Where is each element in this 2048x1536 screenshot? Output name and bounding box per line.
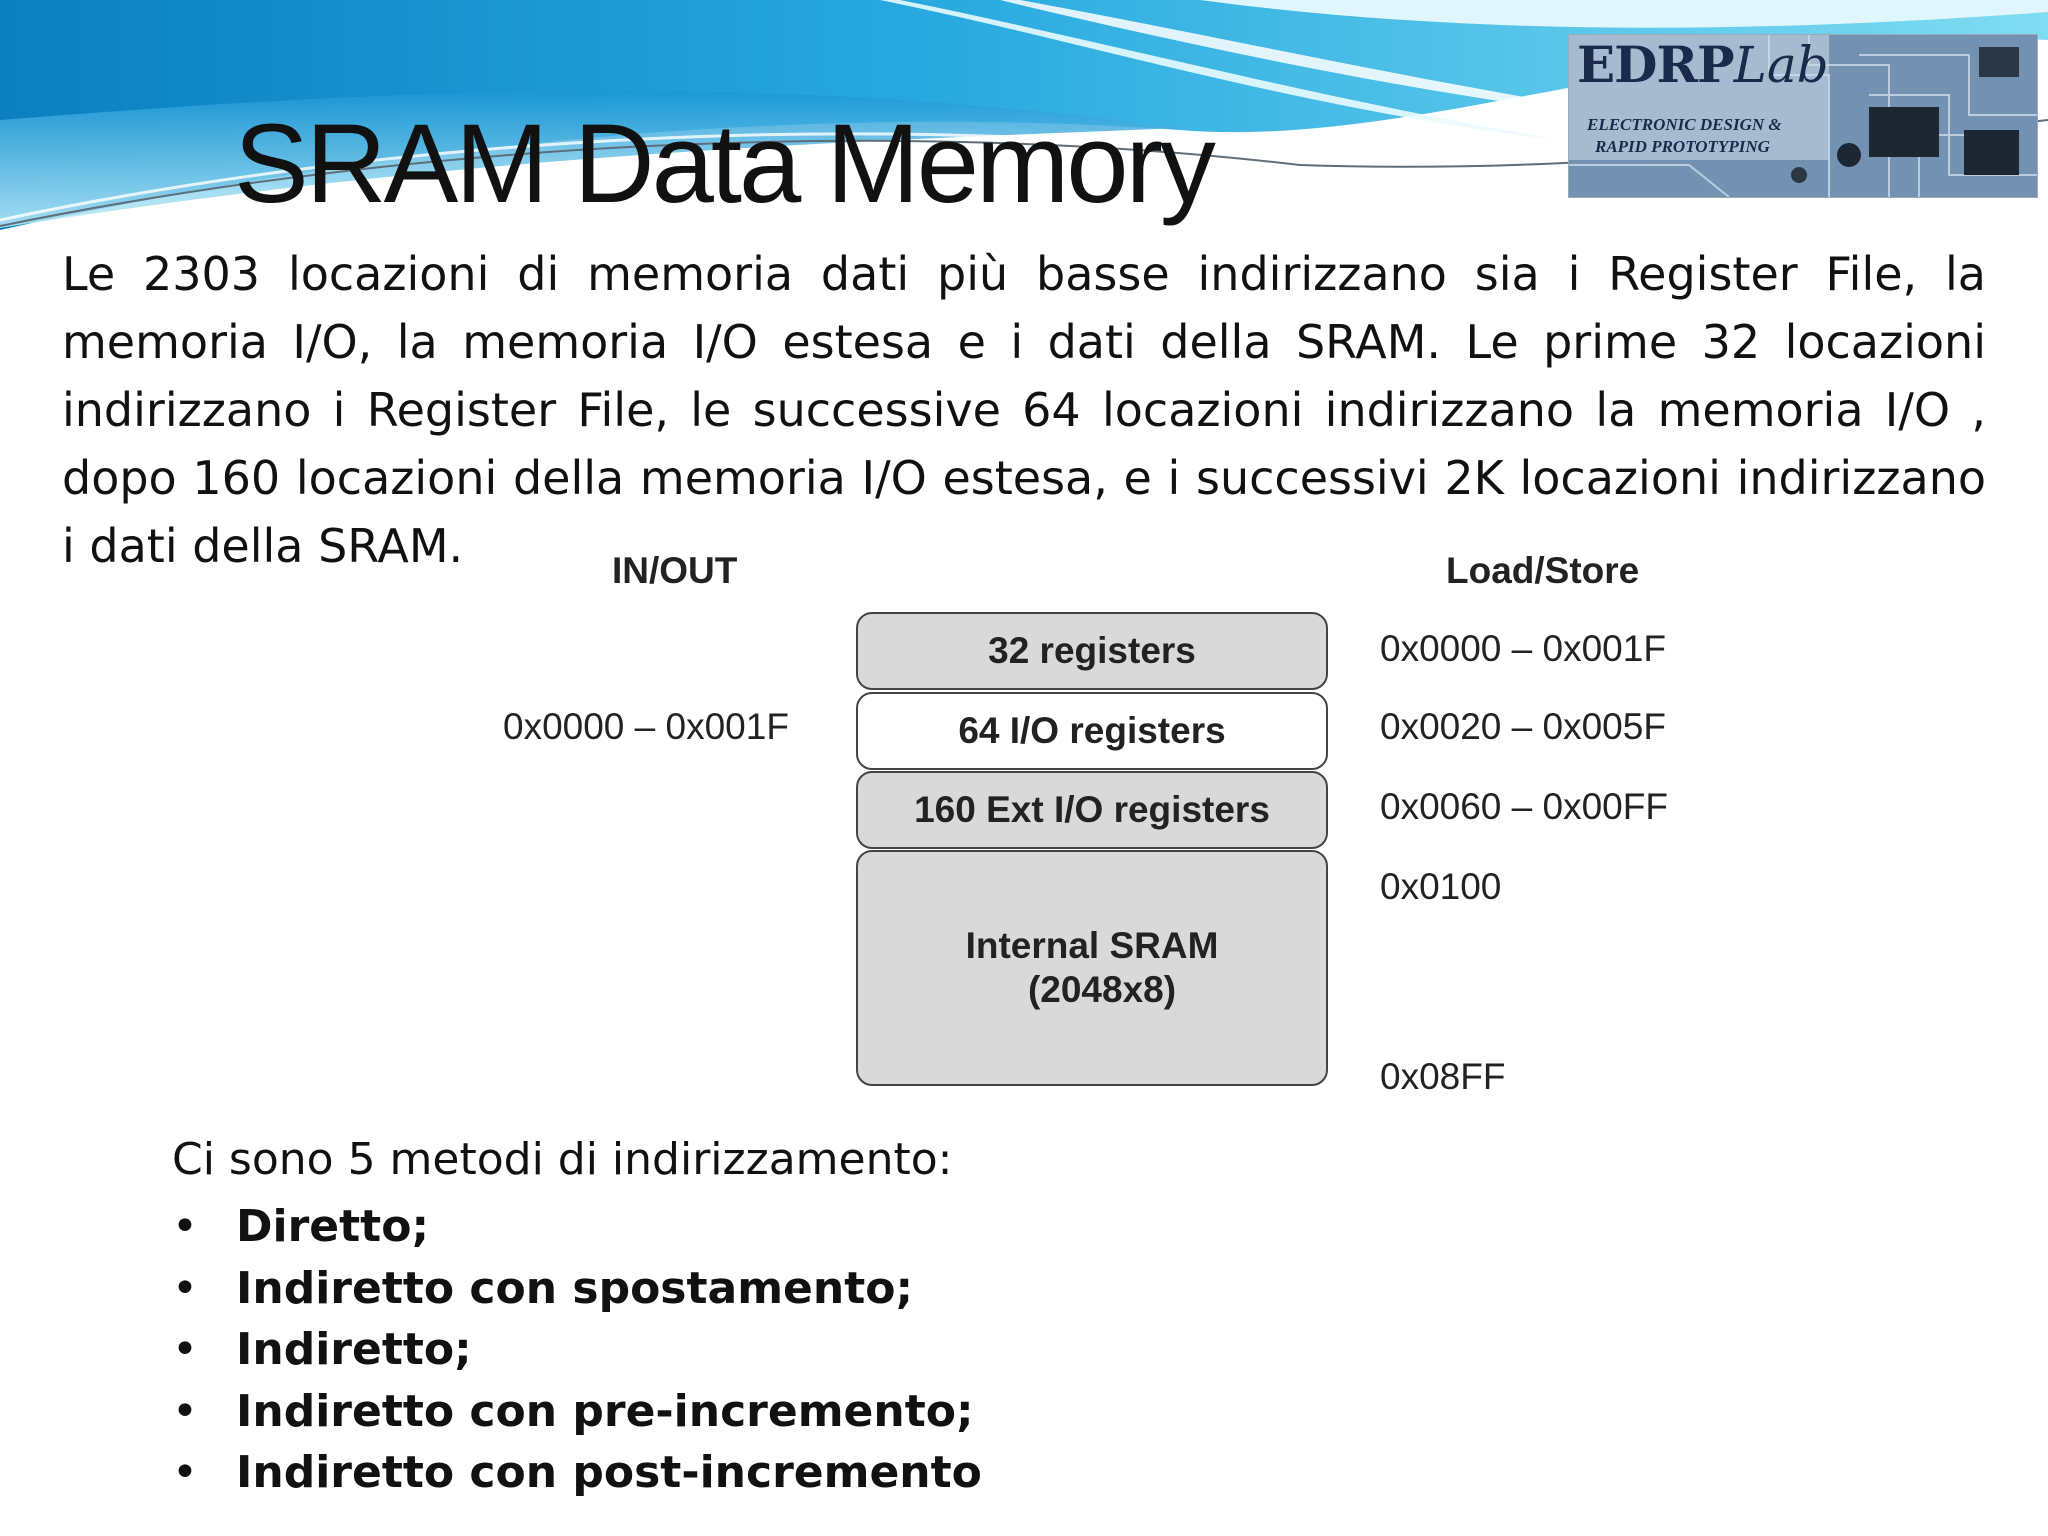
- load-store-address-io: 0x0020 – 0x005F: [1380, 706, 1666, 747]
- logo-wordmark: EDRPLab: [1577, 35, 1829, 94]
- bullet-icon: •: [172, 1447, 198, 1498]
- bullet-icon: •: [172, 1324, 198, 1375]
- header-wave-decoration: [0, 0, 2048, 230]
- edrplab-logo: EDRPLab ELECTRONIC DESIGN & RAPID PROTOT…: [1568, 34, 2038, 198]
- in-out-address-range: 0x0000 – 0x001F: [503, 706, 789, 747]
- circuit-board-background: [1569, 35, 2037, 197]
- intro-paragraph: Le 2303 locazioni di memoria dati più ba…: [62, 247, 1986, 573]
- logo-wordmark-edrp: EDRP: [1577, 35, 1735, 94]
- method-label: Indiretto;: [236, 1324, 472, 1375]
- page-title: SRAM Data Memory: [234, 101, 1216, 226]
- bullet-icon: •: [172, 1201, 198, 1252]
- logo-wordmark-lab: Lab: [1733, 36, 1829, 94]
- in-out-header: IN/OUT: [612, 550, 738, 591]
- list-item: • Indiretto con pre-incremento;: [172, 1381, 982, 1443]
- list-item: • Indiretto;: [172, 1319, 982, 1381]
- bullet-icon: •: [172, 1385, 198, 1437]
- method-label: Indiretto con pre-incremento;: [236, 1385, 974, 1437]
- memory-block-registers: 32 registers: [856, 612, 1328, 690]
- bullet-icon: •: [172, 1262, 198, 1314]
- method-label: Indiretto con post-incremento: [236, 1447, 982, 1498]
- method-label: Diretto;: [236, 1201, 430, 1252]
- logo-subtitle-line1: ELECTRONIC DESIGN &: [1587, 115, 1782, 134]
- memory-block-io-registers: 64 I/O registers: [856, 692, 1328, 770]
- method-label: Indiretto con spostamento;: [236, 1262, 914, 1314]
- load-store-address-ext-io: 0x0060 – 0x00FF: [1380, 786, 1668, 827]
- memory-block-ext-io-registers: 160 Ext I/O registers: [856, 771, 1328, 849]
- addressing-methods-list: • Diretto; • Indiretto con spostamento; • I…: [172, 1196, 982, 1504]
- memory-block-internal-sram: Internal SRAM (2048x8): [856, 850, 1328, 1086]
- addressing-methods-intro: Ci sono 5 metodi di indirizzamento:: [172, 1134, 953, 1185]
- load-store-address-sram-start: 0x0100: [1380, 866, 1502, 907]
- list-item: • Indiretto con spostamento;: [172, 1258, 982, 1320]
- load-store-address-sram-end: 0x08FF: [1380, 1056, 1506, 1097]
- internal-sram-size: (2048x8): [1027, 969, 1177, 1010]
- logo-subtitle-line2: RAPID PROTOTYPING: [1595, 137, 1770, 156]
- load-store-address-registers: 0x0000 – 0x001F: [1380, 628, 1666, 669]
- list-item: • Indiretto con post-incremento: [172, 1442, 982, 1504]
- list-item: • Diretto;: [172, 1196, 982, 1258]
- internal-sram-label: Internal SRAM: [965, 925, 1219, 966]
- load-store-header: Load/Store: [1446, 550, 1640, 591]
